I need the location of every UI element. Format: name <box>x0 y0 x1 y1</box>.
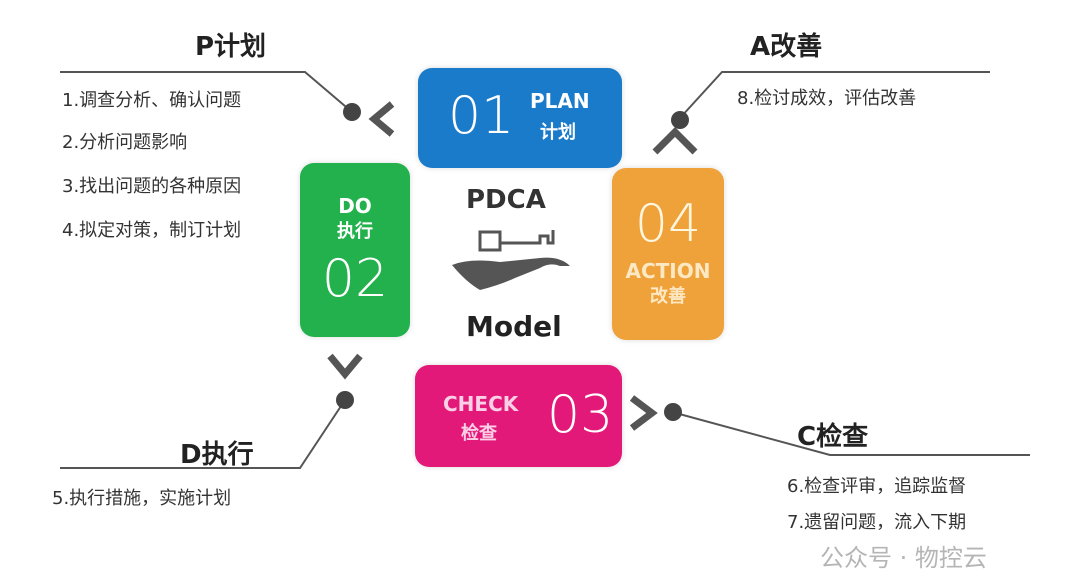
plan-title: P计划 <box>195 32 267 62</box>
action-title: A改善 <box>750 32 823 62</box>
do-title: D执行 <box>180 440 254 470</box>
do-cn: 执行 <box>337 221 373 242</box>
do-connector <box>60 399 346 469</box>
chevron-right-icon <box>629 395 658 431</box>
watermark: 公众号 · 物控云 <box>820 544 987 572</box>
do-en: DO <box>338 194 372 218</box>
check-connector <box>671 411 1030 456</box>
check-number: 03 <box>547 385 614 445</box>
check-dot <box>664 403 682 421</box>
do-number: 02 <box>321 249 389 309</box>
action-cn: 改善 <box>650 286 686 307</box>
action-en: ACTION <box>625 259 711 283</box>
do-dot <box>336 391 354 409</box>
check-en: CHECK <box>443 392 519 416</box>
plan-en: PLAN <box>530 89 590 113</box>
action-box: 04 ACTION 改善 <box>612 168 724 340</box>
center-top-label: PDCA <box>466 185 546 215</box>
center-bottom-label: Model <box>466 310 562 343</box>
plan-item: 1.调查分析、确认问题 <box>62 90 242 111</box>
check-box: CHECK 检查 03 <box>415 365 622 467</box>
plan-connector <box>60 71 353 113</box>
chevron-down-icon <box>327 353 363 380</box>
chevron-up-icon <box>652 127 698 155</box>
check-cn: 检查 <box>461 423 497 444</box>
do-item: 5.执行措施，实施计划 <box>52 488 232 509</box>
plan-dot <box>343 103 361 121</box>
check-item: 7.遗留问题，流入下期 <box>787 512 967 533</box>
action-number: 04 <box>634 194 702 254</box>
plan-item: 4.拟定对策，制订计划 <box>62 220 242 241</box>
action-dot <box>671 111 689 129</box>
check-item: 6.检查评审，追踪监督 <box>787 476 967 497</box>
check-title: C检查 <box>797 422 869 452</box>
plan-box: 01 PLAN 计划 <box>418 68 622 168</box>
pdca-hand-icon <box>452 230 570 290</box>
plan-item: 2.分析问题影响 <box>62 132 188 153</box>
plan-cn: 计划 <box>540 122 576 143</box>
action-item: 8.检讨成效，评估改善 <box>737 88 917 109</box>
plan-number: 01 <box>448 86 515 146</box>
do-box: DO 执行 02 <box>300 163 410 337</box>
chevron-left-icon <box>368 101 395 137</box>
plan-item: 3.找出问题的各种原因 <box>62 176 242 197</box>
action-connector <box>679 71 990 119</box>
